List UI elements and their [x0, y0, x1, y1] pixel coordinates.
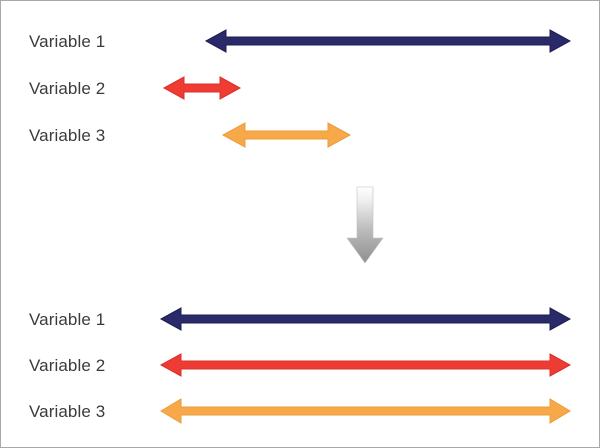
top-arrow-variable-1	[204, 29, 572, 53]
top-arrow-variable-3	[221, 122, 352, 148]
top-label-variable-2: Variable 2	[29, 79, 106, 98]
top-label-variable-3: Variable 3	[29, 126, 106, 145]
bottom-label-variable-3: Variable 3	[29, 402, 106, 421]
bottom-label-variable-1: Variable 1	[29, 310, 106, 329]
bottom-arrow-variable-1	[159, 307, 572, 331]
bottom-label-variable-2: Variable 2	[29, 356, 106, 375]
downward-gradient-arrow	[346, 186, 384, 264]
bottom-arrow-variable-3	[160, 398, 571, 424]
bottom-arrow-variable-2	[159, 353, 572, 377]
top-arrow-variable-2	[162, 76, 242, 100]
top-label-variable-1: Variable 1	[29, 32, 106, 51]
